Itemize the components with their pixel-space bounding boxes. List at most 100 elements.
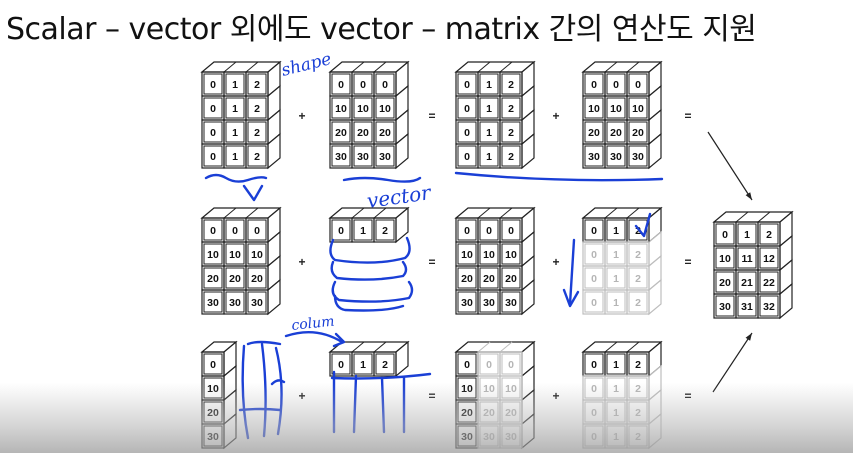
grid-cell-value: 0 <box>464 225 470 237</box>
grid-cell-value: 20 <box>357 127 369 139</box>
annotation-bracket <box>330 260 408 281</box>
grid-cell-inner <box>375 121 395 143</box>
grid-cell-inner <box>353 97 373 119</box>
grid-cell-value: 10 <box>207 249 219 261</box>
grid-cell-value: 31 <box>741 301 753 313</box>
grid-cell-value: 30 <box>483 431 495 443</box>
annotation-check <box>634 212 652 238</box>
grid-cell-value: 10 <box>229 249 241 261</box>
grid-cell-value: 2 <box>635 407 641 419</box>
grid-cell-value: 20 <box>207 273 219 285</box>
grid-cell-value: 11 <box>741 253 752 265</box>
grid-cell-inner <box>628 291 648 313</box>
grid-cell-value: 2 <box>635 383 641 395</box>
plus-sign: + <box>552 389 559 403</box>
equals-sign: = <box>428 109 435 123</box>
annotation-arrow <box>562 288 580 308</box>
grid-cell-inner <box>203 121 223 143</box>
grid-cell-inner <box>737 247 757 269</box>
grid-cell-inner <box>606 97 626 119</box>
grid-cell-inner <box>375 73 395 95</box>
grid-cell-value: 30 <box>610 151 622 163</box>
grid-cell-inner <box>331 353 351 375</box>
grid-cell-value: 30 <box>335 151 347 163</box>
grid-cell-inner <box>759 223 779 245</box>
grid-cell-value: 20 <box>379 127 391 139</box>
grid-cell-value: 1 <box>613 383 619 395</box>
grid-cell-value: 1 <box>613 297 619 309</box>
grid-cell-value: 10 <box>379 103 391 115</box>
grid-top-divider <box>757 211 771 223</box>
grid-cell-value: 0 <box>464 79 470 91</box>
grid-cell-value: 2 <box>508 127 514 139</box>
grid-top-divider <box>373 341 387 353</box>
grid-top-face <box>328 61 410 73</box>
grid-cell-inner <box>331 97 351 119</box>
grid-cell-inner <box>203 219 223 241</box>
grid-cell-inner <box>606 353 626 375</box>
grid-cell-value: 1 <box>744 229 750 241</box>
grid-cell-value: 2 <box>254 127 260 139</box>
grid-cell <box>373 351 397 377</box>
grid-cell-value: 32 <box>763 301 775 313</box>
grid-cell-value: 10 <box>610 103 622 115</box>
grid-cell-inner <box>225 267 245 289</box>
grid-cell-inner <box>584 73 604 95</box>
grid-cell-inner <box>457 243 477 265</box>
grid-cell-value: 0 <box>591 431 597 443</box>
grid-cell-inner <box>247 219 267 241</box>
grid-cell-value: 1 <box>232 127 238 139</box>
grid-cell-value: 30 <box>461 297 473 309</box>
grid-cell-value: 2 <box>635 225 641 237</box>
annotation-column-line <box>274 346 283 436</box>
grid-cell-value: 20 <box>632 127 644 139</box>
grid-cell-value: 0 <box>338 225 344 237</box>
grid-cell-inner <box>606 145 626 167</box>
grid-top-divider <box>245 61 259 73</box>
grid-cell-value: 10 <box>357 103 369 115</box>
grid-cell-inner <box>457 73 477 95</box>
grid-cell-value: 10 <box>335 103 347 115</box>
grid-cell-inner <box>501 267 521 289</box>
grid-cell-value: 2 <box>382 225 388 237</box>
grid-cell-inner <box>203 353 223 375</box>
grid-cell-inner <box>606 243 626 265</box>
annotation-column-line <box>238 407 282 412</box>
grid-cell-value: 0 <box>360 79 366 91</box>
grid-cell-inner <box>584 219 604 241</box>
grid-cell-inner <box>479 243 499 265</box>
grid-cell-inner <box>203 145 223 167</box>
grid-cell-value: 20 <box>461 407 473 419</box>
grid-cell-value: 0 <box>210 79 216 91</box>
grid-cell-inner <box>628 97 648 119</box>
grid-cell-value: 0 <box>210 225 216 237</box>
grid-cell-value: 1 <box>486 127 492 139</box>
annotation-arrow <box>332 332 346 348</box>
grid-top-face <box>581 341 663 353</box>
plus-sign: + <box>552 109 559 123</box>
grid-cell-inner <box>479 121 499 143</box>
grid-cell-value: 0 <box>591 225 597 237</box>
grid-top-divider <box>626 341 640 353</box>
grid-cell-value: 0 <box>591 249 597 261</box>
grid-cell-value: 1 <box>613 407 619 419</box>
grid-cell-inner <box>225 97 245 119</box>
grid-top-divider <box>351 61 365 73</box>
page-title: Scalar – vector 외에도 vector – matrix 간의 연… <box>6 12 757 47</box>
grid-cell <box>373 217 397 243</box>
grid-cell-inner <box>501 121 521 143</box>
grid-cell-value: 10 <box>207 383 219 395</box>
grid-cell-value: 20 <box>483 407 495 419</box>
annotation-row-line <box>380 376 386 434</box>
grid-cell-value: 1 <box>613 249 619 261</box>
grid-cell-value: 2 <box>635 297 641 309</box>
grid-cell-value: 30 <box>505 431 517 443</box>
annotation-vector: vector <box>365 180 433 213</box>
